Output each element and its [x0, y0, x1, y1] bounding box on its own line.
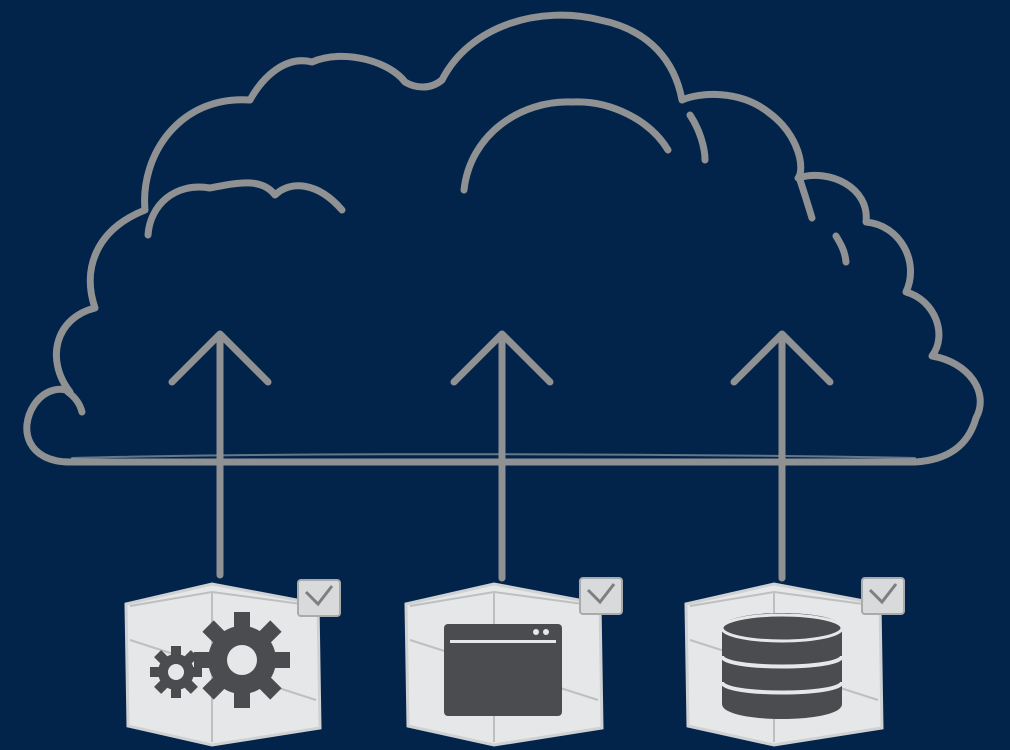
arrow-up-icon	[454, 334, 550, 578]
tag-icon	[862, 578, 904, 614]
window-icon	[444, 624, 562, 716]
package-box	[126, 580, 340, 745]
package-box	[406, 578, 622, 745]
tag-icon	[580, 578, 622, 614]
database-icon	[722, 613, 842, 719]
package-box	[686, 578, 904, 745]
tag-icon	[298, 580, 340, 616]
